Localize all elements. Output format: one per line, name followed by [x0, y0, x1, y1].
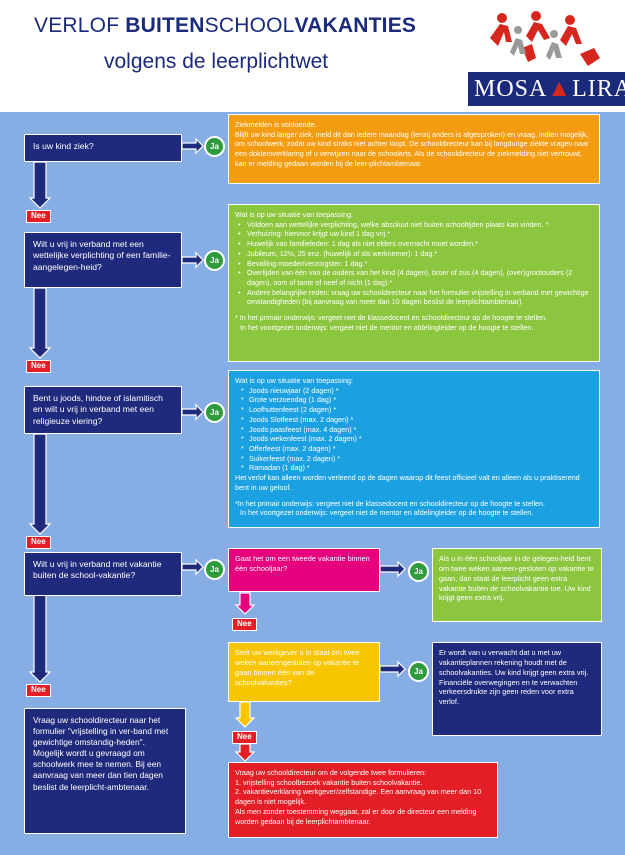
figures-icon [490, 11, 600, 66]
list-item: Overlijden van één van de ouders van het… [235, 268, 593, 287]
religious-info-box: Wat is op uw situatie van toepassing: Jo… [228, 370, 600, 528]
list-item: Andere belangrijke reden: vraag uw schoo… [235, 288, 593, 307]
forms-request-box: Vraag uw schooldirecteur om de volgende … [228, 762, 498, 838]
no-badge: Nee [26, 210, 51, 223]
list-item: Offerfeest (max. 2 dagen) * [235, 444, 593, 454]
list-item: Joods paasfeest (max. 4 dagen) * [235, 425, 593, 435]
list-item: 1. vrijstelling schoolbezoek vakantie bu… [235, 777, 423, 787]
no-badge: Nee [26, 536, 51, 549]
list-item: Grote verzoendag (1 dag) * [235, 395, 593, 405]
question-vacation: Wilt u vrij in verband met vakantie buit… [24, 552, 182, 596]
no-badge: Nee [26, 684, 51, 697]
employer-question-box: Stelt uw werkgever u in staat om twee we… [228, 642, 380, 702]
plan-vacation-box: Er wordt van u verwacht dat u met uw vak… [432, 642, 602, 736]
yes-badge: Ja [204, 559, 225, 580]
second-vacation-box: Gaat het om een tweede vakantie binnen é… [228, 548, 380, 592]
page-subtitle: volgens de leerplichtwet [104, 50, 329, 73]
obligation-info-box: Wat is op uw situatie van toepassing: Vo… [228, 204, 600, 362]
list-item: Voldoen aan wettelijke verplichting, wel… [235, 220, 593, 230]
yes-badge: Ja [204, 250, 225, 271]
sick-info-box: Ziekmelden is voldoende. Blijft uw kind … [228, 114, 600, 184]
yes-badge: Ja [204, 136, 225, 157]
yes-badge: Ja [408, 561, 429, 582]
logo-wordmark: MOSA▲LIRA [468, 72, 625, 106]
no-badge: Nee [232, 618, 257, 631]
no-badge: Nee [26, 360, 51, 373]
page-title: VERLOF BUITENSCHOOLVAKANTIES [34, 14, 417, 37]
yes-badge: Ja [204, 402, 225, 423]
holiday-list: Joods nieuwjaar (2 dagen) * Grote verzoe… [235, 386, 593, 473]
list-item: Joods Slotfeest (max. 2 dagen) * [235, 415, 593, 425]
list-item: Jubileum, 12½, 25 enz. (huwelijk of als … [235, 249, 593, 259]
question-religious: Bent u joods, hindoe of islamitisch en w… [24, 386, 182, 434]
header: VERLOF BUITENSCHOOLVAKANTIES volgens de … [0, 0, 625, 112]
list-item: Ramadan (1 dag) * [235, 463, 593, 473]
list-item: Loofhuttenfeest (2 dagen) * [235, 405, 593, 415]
list-item: Joods wekenfeest (max. 2 dagen) * [235, 434, 593, 444]
list-item: Joods nieuwjaar (2 dagen) * [235, 386, 593, 396]
list-item: 2. vakantieverklaring werkgever/zelfstan… [235, 787, 482, 807]
list-item: Bevalling moeder/verzorgster: 1 dag.* [235, 259, 593, 269]
mosalira-logo: MOSA▲LIRA [462, 8, 625, 108]
list-item: Suikerfeest (max. 2 dagen) * [235, 454, 593, 464]
obligation-list: Voldoen aan wettelijke verplichting, wel… [235, 220, 593, 307]
list-item: Huwelijk van familieleden: 1 dag als nie… [235, 239, 593, 249]
no-extra-leave-box: Als u in één schooljaar in de gelegen-he… [432, 548, 602, 622]
important-circumstances-box: Vraag uw schooldirecteur naar het formul… [24, 708, 186, 834]
question-obligation: Wilt u vrij in verband met een wettelijk… [24, 232, 182, 288]
yes-badge: Ja [408, 661, 429, 682]
no-badge: Nee [232, 731, 257, 744]
question-sick: Is uw kind ziek? [24, 134, 182, 162]
forms-list: 1. vrijstelling schoolbezoek vakantie bu… [235, 778, 491, 807]
list-item: Verhuizing: hiervoor krijgt uw kind 1 da… [235, 229, 593, 239]
